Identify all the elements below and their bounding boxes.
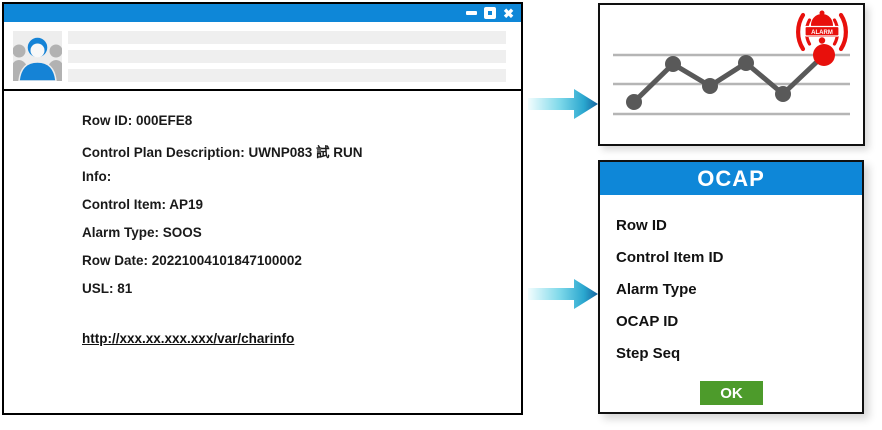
field-alarm-type: Alarm Type: SOOS bbox=[82, 225, 202, 240]
ocap-item-control-item-id: Control Item ID bbox=[616, 249, 724, 266]
ocap-panel-title: OCAP bbox=[600, 162, 862, 195]
close-icon[interactable]: ✖ bbox=[503, 5, 514, 21]
ocap-item-step-seq: Step Seq bbox=[616, 345, 681, 362]
field-info: Info: bbox=[82, 169, 112, 184]
spc-chart bbox=[613, 44, 850, 116]
alarm-label: ALARM bbox=[811, 30, 833, 36]
arrow-to-ocap bbox=[528, 279, 598, 309]
placeholder-line bbox=[68, 31, 506, 44]
field-row-id: Row ID: 000EFE8 bbox=[82, 113, 193, 128]
placeholder-line bbox=[68, 69, 506, 82]
alarm-bell-icon: ALARM bbox=[796, 10, 848, 52]
window-header bbox=[4, 22, 521, 91]
field-row-date: Row Date: 20221004101847100002 bbox=[82, 253, 302, 268]
placeholder-line bbox=[68, 50, 506, 63]
ok-button[interactable]: OK bbox=[700, 381, 763, 405]
user-avatar-icon bbox=[13, 31, 62, 81]
minimize-icon[interactable] bbox=[466, 11, 478, 15]
field-usl: USL: 81 bbox=[82, 281, 133, 296]
alarm-info-window: ✖ bbox=[2, 2, 523, 415]
window-body: Row ID: 000EFE8 Control Plan Description… bbox=[4, 91, 521, 430]
window-titlebar: ✖ bbox=[4, 4, 521, 22]
spc-chart-box: ALARM bbox=[598, 3, 865, 146]
ocap-item-alarm-type: Alarm Type bbox=[616, 281, 697, 298]
field-control-plan: Control Plan Description: UWNP083 試 RUN bbox=[82, 145, 363, 160]
charinfo-link[interactable]: http://xxx.xx.xxx.xxx/var/charinfo bbox=[82, 331, 295, 346]
ocap-item-row-id: Row ID bbox=[616, 217, 667, 234]
ocap-panel: OCAP Row ID Control Item ID Alarm Type O… bbox=[598, 160, 864, 414]
arrow-to-chart bbox=[528, 89, 598, 119]
field-control-item: Control Item: AP19 bbox=[82, 197, 204, 212]
header-placeholder-lines bbox=[68, 31, 506, 88]
ocap-item-ocap-id: OCAP ID bbox=[616, 313, 679, 330]
maximize-icon[interactable] bbox=[484, 7, 497, 19]
